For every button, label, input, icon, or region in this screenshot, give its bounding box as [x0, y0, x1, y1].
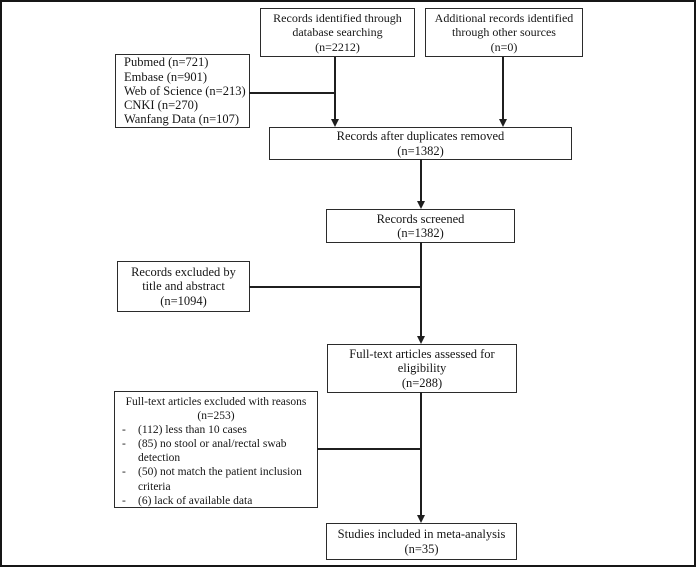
down-arrowhead-icon [416, 515, 425, 523]
connector-fulltext-to-included [420, 392, 422, 516]
down-arrowhead-icon [416, 336, 425, 344]
exclusion-reason-item: - (6) lack of available data [115, 494, 317, 508]
box-text-line: Full-text articles excluded with reasons [125, 396, 307, 408]
connector-dbsearch-to-duplicates [334, 57, 336, 119]
box-fulltext-excluded-reasons: Full-text articles excluded with reasons… [114, 391, 318, 508]
connector-duplicates-to-screened [420, 159, 422, 202]
connector-reasons-branch [317, 448, 421, 450]
database-item: Pubmed (n=721) [124, 55, 209, 70]
box-database-breakdown: Pubmed (n=721) Embase (n=901) Web of Sci… [115, 54, 250, 128]
exclusion-reason-text: (6) lack of available data [138, 494, 253, 507]
database-item: CNKI (n=270) [124, 98, 199, 113]
box-text-line: Studies included in meta-analysis [337, 527, 506, 541]
box-count: (n=1382) [397, 226, 444, 240]
down-arrowhead-icon [416, 201, 425, 209]
box-text-line: eligibility [397, 361, 447, 376]
exclusion-reason-text: (85) no stool or anal/rectal swab detect… [138, 438, 287, 465]
connector-databases-branch [249, 92, 335, 94]
box-count: (n=0) [490, 39, 518, 54]
connector-screened-to-fulltext [420, 242, 422, 337]
box-studies-included: Studies included in meta-analysis (n=35) [326, 523, 517, 560]
box-text-line: Additional records identified [434, 10, 574, 25]
box-records-identified-database: Records identified through database sear… [260, 8, 415, 57]
connector-excluded-branch [249, 286, 421, 288]
bullet-dash: - [122, 494, 126, 507]
bullet-dash: - [122, 466, 126, 479]
exclusion-reason-item: - (85) no stool or anal/rectal swab dete… [115, 437, 317, 465]
exclusion-reason-item: - (112) less than 10 cases [115, 423, 317, 437]
box-text-line: database searching [292, 25, 383, 40]
box-text-line: title and abstract [142, 279, 225, 294]
connector-other-to-duplicates [502, 57, 504, 119]
box-additional-records: Additional records identified through ot… [425, 8, 583, 57]
box-text-line: Records excluded by [131, 264, 236, 279]
box-records-screened: Records screened (n=1382) [326, 209, 515, 243]
box-text-line: Full-text articles assessed for [349, 346, 495, 361]
database-item: Web of Science (n=213) [124, 83, 246, 98]
box-count: (n=35) [404, 541, 439, 556]
database-item: Wanfang Data (n=107) [124, 112, 240, 127]
box-count: (n=253) [197, 410, 235, 423]
box-duplicates-removed: Records after duplicates removed (n=1382… [269, 127, 572, 160]
box-text-line: through other sources [452, 25, 556, 40]
down-arrowhead-icon [330, 119, 339, 127]
box-count: (n=1382) [397, 143, 444, 158]
box-records-excluded: Records excluded by title and abstract (… [117, 261, 250, 312]
box-count: (n=288) [401, 375, 443, 390]
box-text-line: Records screened [376, 211, 465, 226]
down-arrowhead-icon [498, 119, 507, 127]
exclusion-reason-text: (50) not match the patient inclusion cri… [138, 466, 302, 493]
box-fulltext-assessed: Full-text articles assessed for eligibil… [327, 344, 517, 393]
box-count: (n=2212) [315, 39, 360, 54]
box-text-line: Records after duplicates removed [336, 129, 505, 143]
database-item: Embase (n=901) [124, 69, 208, 84]
box-count: (n=1094) [160, 293, 207, 308]
bullet-dash: - [122, 424, 126, 437]
exclusion-reason-text: (112) less than 10 cases [138, 424, 247, 437]
exclusion-reason-item: - (50) not match the patient inclusion c… [115, 465, 317, 493]
bullet-dash: - [122, 438, 126, 451]
box-text-line: Records identified through [273, 10, 402, 25]
